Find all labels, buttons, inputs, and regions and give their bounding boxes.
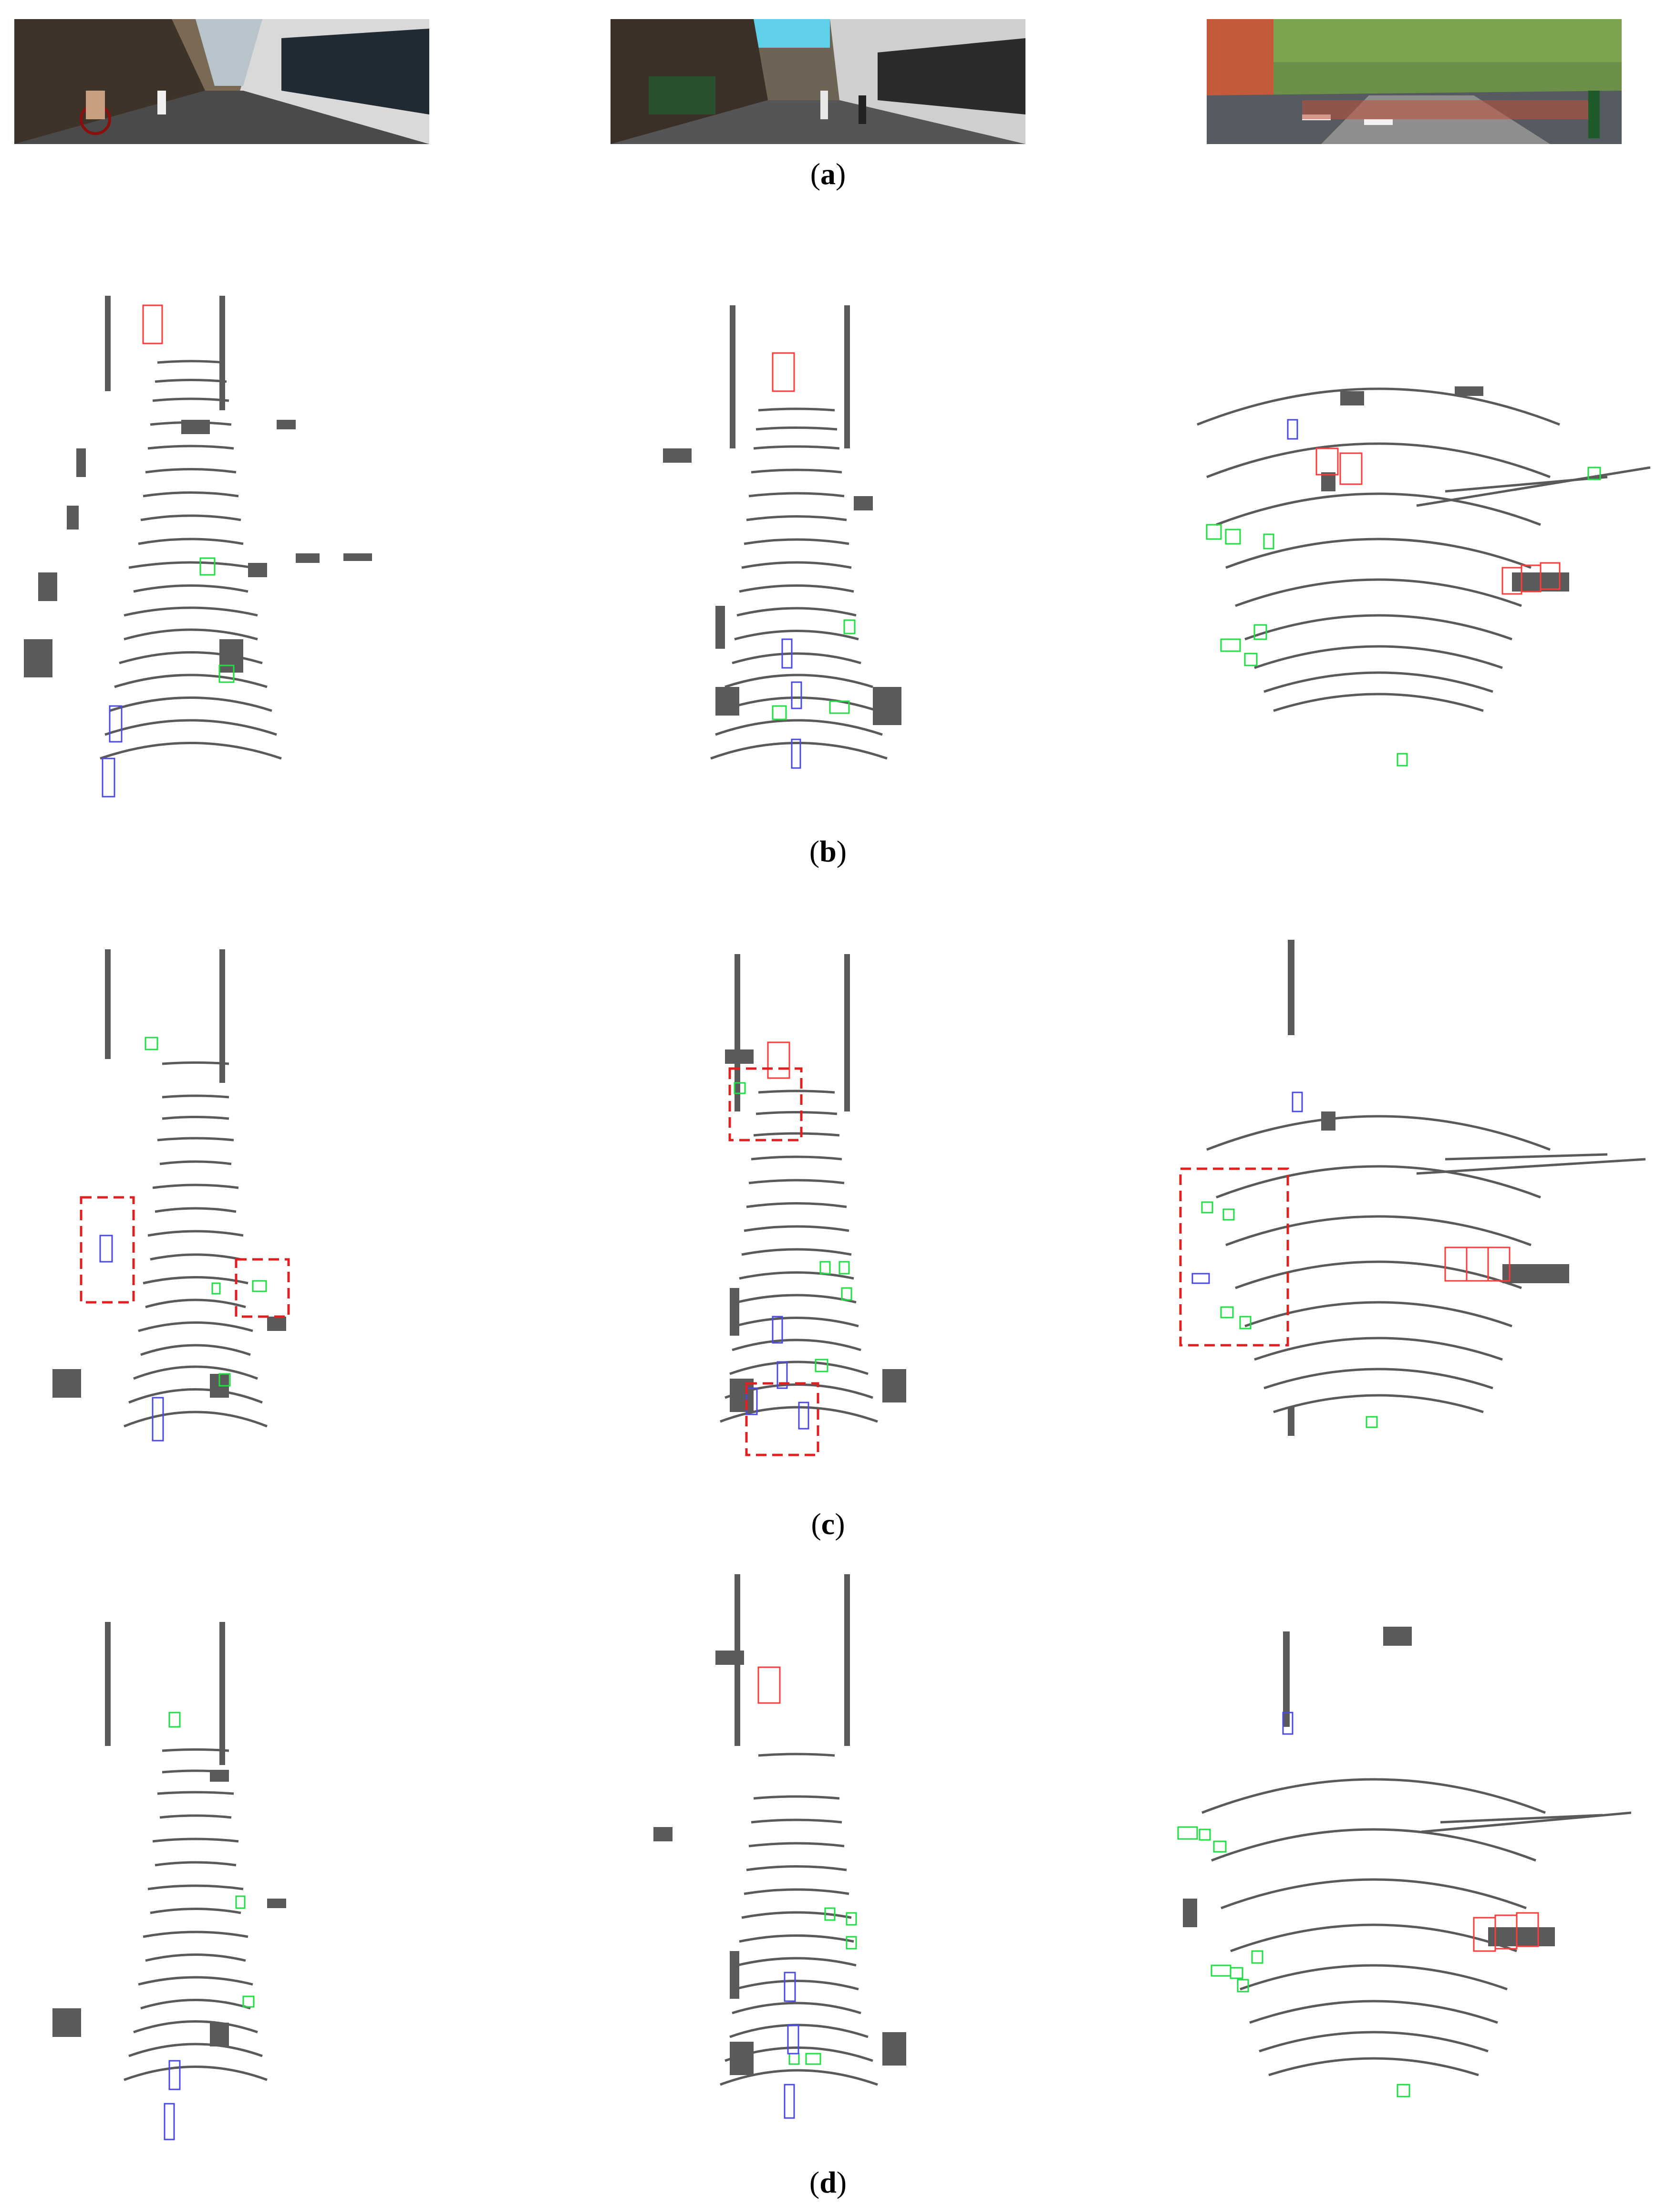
pedestrian-box bbox=[218, 1373, 231, 1387]
bev-panel-c2 bbox=[615, 892, 1092, 1512]
car-box bbox=[1487, 1246, 1511, 1282]
cyclist-box bbox=[776, 1361, 788, 1389]
bev-panel-d3 bbox=[1154, 1555, 1631, 2175]
pedestrian-box bbox=[199, 557, 216, 576]
pedestrian-box bbox=[1220, 1306, 1234, 1319]
car-box bbox=[767, 1041, 790, 1079]
pedestrian-box bbox=[1225, 529, 1241, 545]
cyclist-box bbox=[781, 638, 793, 669]
cyclist-box bbox=[772, 1316, 783, 1344]
cyclist-box bbox=[1282, 1712, 1294, 1735]
bev-panel-c1 bbox=[10, 892, 486, 1512]
caption-c-letter: c bbox=[821, 1507, 835, 1541]
highlight-region bbox=[1179, 1167, 1289, 1347]
pedestrian-box bbox=[1201, 1201, 1213, 1214]
pedestrian-box bbox=[824, 1907, 836, 1921]
pedestrian-box bbox=[1222, 1208, 1235, 1221]
cyclist-box bbox=[784, 2084, 795, 2119]
car-box bbox=[1540, 562, 1561, 590]
highlight-region bbox=[728, 1067, 803, 1142]
pedestrian-box bbox=[168, 1712, 181, 1728]
pedestrian-box bbox=[1230, 1967, 1243, 1979]
pedestrian-box bbox=[846, 1936, 857, 1950]
caption-b: (b) bbox=[809, 834, 847, 868]
pedestrian-box bbox=[788, 2053, 800, 2065]
pedestrian-box bbox=[211, 1282, 221, 1295]
bev-panel-d1 bbox=[10, 1555, 486, 2175]
cyclist-box bbox=[168, 2060, 181, 2090]
pedestrian-box bbox=[1177, 1826, 1198, 1840]
bev-panel-c3 bbox=[1178, 892, 1655, 1512]
bev-panel-b2 bbox=[615, 210, 1092, 830]
cyclist-box bbox=[787, 2024, 799, 2055]
pedestrian-box bbox=[1220, 638, 1241, 652]
pedestrian-box bbox=[805, 2053, 821, 2065]
car-box bbox=[757, 1666, 781, 1704]
caption-c: (c) bbox=[811, 1507, 845, 1541]
pedestrian-box bbox=[772, 705, 787, 720]
cyclist-box bbox=[1191, 1273, 1210, 1284]
pedestrian-box bbox=[1237, 1979, 1249, 1993]
bev-panel-b3 bbox=[1178, 210, 1655, 830]
pedestrian-box bbox=[846, 1912, 857, 1926]
pedestrian-box bbox=[815, 1359, 828, 1372]
bev-panel-b1 bbox=[10, 210, 486, 830]
pedestrian-box bbox=[1366, 1416, 1378, 1428]
pedestrian-box bbox=[843, 619, 856, 634]
car-box bbox=[142, 304, 163, 344]
cyclist-box bbox=[164, 2103, 175, 2140]
pedestrian-box bbox=[1251, 1950, 1263, 1964]
pedestrian-box bbox=[145, 1037, 158, 1050]
bev-panel-d2 bbox=[615, 1555, 1092, 2175]
pedestrian-box bbox=[829, 700, 850, 714]
pedestrian-box bbox=[1397, 2084, 1410, 2098]
cyclist-box bbox=[109, 705, 123, 743]
camera-image-3 bbox=[1207, 19, 1622, 144]
cyclist-box bbox=[798, 1402, 809, 1430]
camera-image-2 bbox=[611, 19, 1025, 144]
cyclist-box bbox=[791, 681, 802, 709]
cyclist-box bbox=[102, 758, 115, 798]
pedestrian-box bbox=[1199, 1828, 1211, 1841]
highlight-region bbox=[80, 1196, 135, 1304]
pedestrian-box bbox=[1206, 524, 1222, 540]
cyclist-box bbox=[99, 1235, 113, 1263]
caption-d: (d) bbox=[809, 2165, 847, 2199]
pedestrian-box bbox=[838, 1261, 850, 1275]
pedestrian-box bbox=[841, 1287, 852, 1301]
cyclist-box bbox=[152, 1397, 164, 1442]
pedestrian-box bbox=[734, 1082, 746, 1094]
pedestrian-box bbox=[242, 1995, 255, 2008]
highlight-region bbox=[235, 1258, 290, 1318]
cyclist-box bbox=[791, 738, 801, 769]
cyclist-box bbox=[1287, 419, 1298, 440]
car-box bbox=[1444, 1246, 1468, 1282]
pedestrian-box bbox=[819, 1261, 831, 1275]
car-box bbox=[1315, 447, 1339, 476]
caption-a-letter: a bbox=[820, 157, 836, 191]
caption-b-letter: b bbox=[819, 834, 837, 868]
pedestrian-box bbox=[1211, 1964, 1232, 1977]
pedestrian-box bbox=[1253, 624, 1267, 640]
pedestrian-box bbox=[1244, 653, 1258, 666]
pedestrian-box bbox=[252, 1280, 267, 1292]
caption-d-letter: d bbox=[819, 2165, 837, 2199]
pedestrian-box bbox=[1263, 533, 1274, 550]
car-box bbox=[1339, 452, 1363, 485]
pedestrian-box bbox=[218, 665, 235, 683]
car-box bbox=[772, 352, 795, 392]
pedestrian-box bbox=[235, 1895, 246, 1909]
car-box bbox=[1516, 1912, 1539, 1947]
cyclist-box bbox=[1292, 1091, 1303, 1112]
pedestrian-box bbox=[1587, 467, 1601, 480]
caption-a: (a) bbox=[810, 157, 846, 191]
highlight-region bbox=[745, 1382, 819, 1456]
cyclist-box bbox=[784, 1972, 796, 2002]
pedestrian-box bbox=[1239, 1316, 1252, 1329]
pedestrian-box bbox=[1213, 1840, 1227, 1853]
camera-image-1 bbox=[14, 19, 429, 144]
pedestrian-box bbox=[1397, 753, 1408, 767]
